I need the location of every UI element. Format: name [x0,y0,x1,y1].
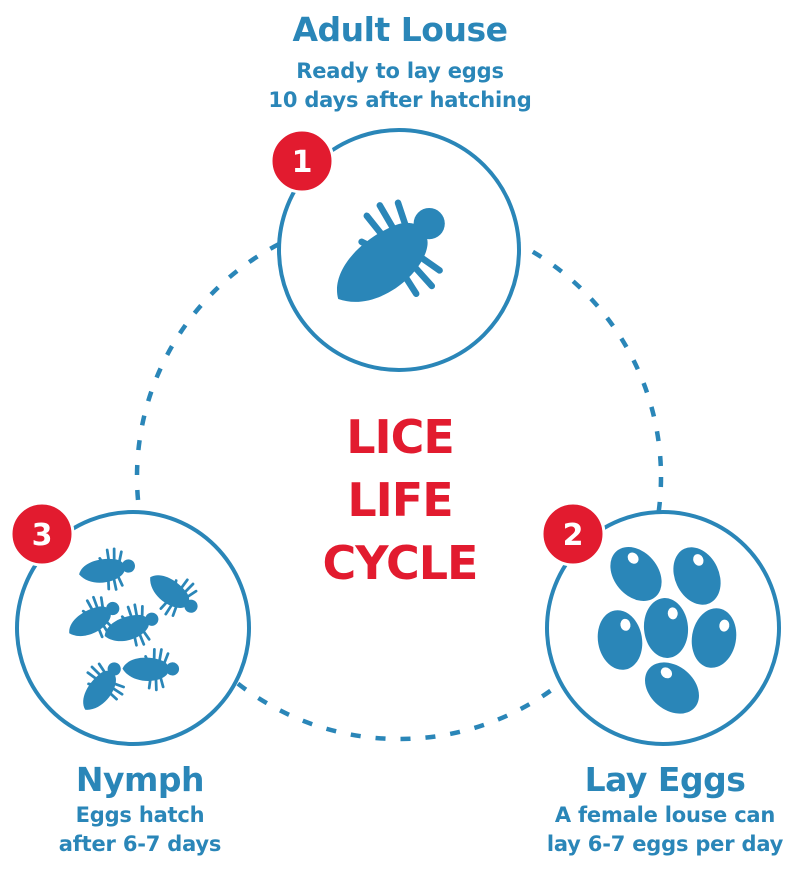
stage-3-title: Nymph [75,760,205,799]
stage-3-badge: 3 [9,501,75,567]
stage-1-node [277,128,521,372]
stage-1-badge: 1 [269,128,335,194]
stage-2-title: Lay Eggs [584,760,746,799]
stage-2-node [545,510,781,746]
stage-1-line-2: 10 days after hatching [268,88,532,112]
stage-3-node [15,510,251,746]
stage-2-line-2: lay 6-7 eggs per day [546,832,784,856]
stage-3-line-2: after 6-7 days [58,832,222,856]
center-title-line-1: LICE [346,410,455,464]
stage-2-line-1: A female louse can [554,803,776,827]
stage-2-badge: 2 [540,501,606,567]
svg-text:2: 2 [563,518,584,553]
svg-text:3: 3 [32,518,53,553]
stage-1-title: Adult Louse [292,10,508,49]
svg-text:1: 1 [292,145,313,180]
center-title-line-2: LIFE [347,473,453,527]
stage-3-line-1: Eggs hatch [75,803,205,827]
stage-1-line-1: Ready to lay eggs [296,59,504,83]
center-title-line-3: CYCLE [322,536,479,590]
